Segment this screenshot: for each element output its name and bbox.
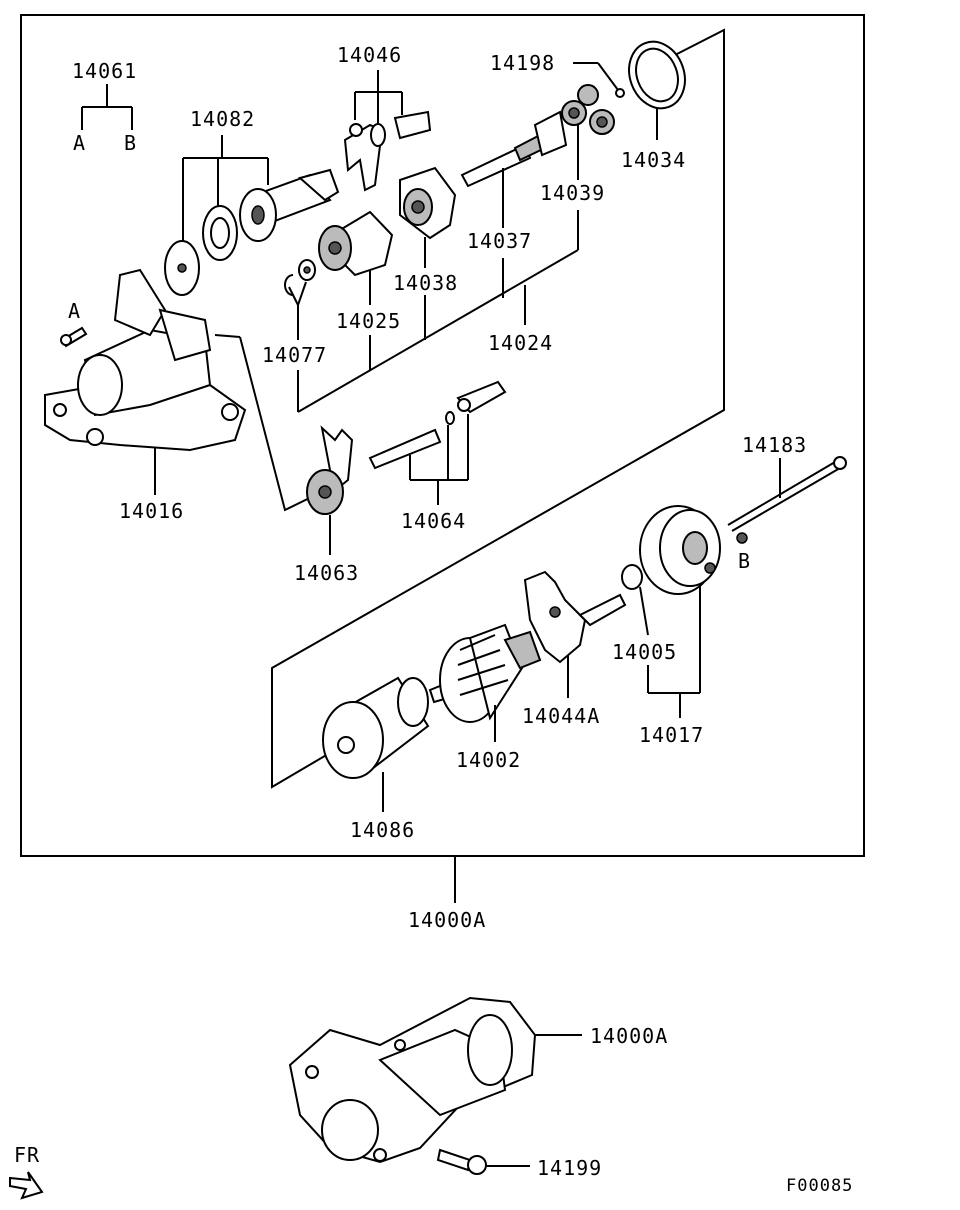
- clutch-14025: [318, 210, 394, 305]
- callout-14024: [297, 210, 579, 413]
- pin-set-14064: [368, 380, 507, 505]
- shaft-14037: [460, 110, 568, 228]
- marker-b-top: B: [124, 131, 137, 155]
- label-14198: 14198: [490, 51, 555, 75]
- label-14077: 14077: [262, 343, 327, 367]
- front-direction-arrow-icon: [9, 1171, 44, 1200]
- callout-14017: [647, 665, 700, 718]
- label-14037: 14037: [467, 229, 532, 253]
- fork-14063: [306, 425, 354, 555]
- label-14005: 14005: [612, 640, 677, 664]
- through-bolt-14183: [727, 456, 847, 544]
- marker-a-top: A: [73, 131, 86, 155]
- label-14183: 14183: [742, 433, 807, 457]
- callout-14046: [354, 70, 403, 125]
- starter-assembly: [288, 996, 582, 1164]
- label-14082: 14082: [190, 107, 255, 131]
- label-14024: 14024: [488, 331, 553, 355]
- label-14064: 14064: [401, 509, 466, 533]
- direction-label: FR: [14, 1143, 40, 1167]
- label-14038: 14038: [393, 271, 458, 295]
- label-14000A-main: 14000A: [408, 908, 486, 932]
- label-14016: 14016: [119, 499, 184, 523]
- gears-14039: [561, 84, 615, 180]
- label-14039: 14039: [540, 181, 605, 205]
- label-14061: 14061: [72, 59, 137, 83]
- label-14002: 14002: [456, 748, 521, 772]
- label-14034: 14034: [621, 148, 686, 172]
- bolt-14199: [436, 1148, 530, 1175]
- yoke-14086: [322, 676, 430, 812]
- brush-holder-14044A: [523, 570, 627, 698]
- front-housing-14016: [44, 268, 247, 495]
- label-14199: 14199: [537, 1156, 602, 1180]
- label-14063: 14063: [294, 561, 359, 585]
- bush-14005: [621, 564, 649, 636]
- ring-14034: [628, 40, 686, 140]
- rear-cover-14017: [639, 505, 721, 693]
- bolt-a: [60, 326, 88, 348]
- figure-code: F00085: [786, 1176, 853, 1196]
- solenoid-part: [164, 168, 340, 296]
- clip-14077: [284, 259, 316, 340]
- marker-b-bolt: B: [738, 549, 751, 573]
- assembly-frame: [20, 14, 865, 857]
- callout-14061: [81, 84, 133, 130]
- housing-14038: [399, 166, 457, 268]
- label-14086: 14086: [350, 818, 415, 842]
- label-14000A-assembly: 14000A: [590, 1024, 668, 1048]
- marker-a-bolt: A: [68, 299, 81, 323]
- lever-parts: [343, 110, 432, 192]
- armature-14002: [428, 623, 542, 742]
- label-14025: 14025: [336, 309, 401, 333]
- label-14017: 14017: [639, 723, 704, 747]
- label-14046: 14046: [337, 43, 402, 67]
- subassembly-outline: [271, 28, 725, 789]
- label-14044A: 14044A: [522, 704, 600, 728]
